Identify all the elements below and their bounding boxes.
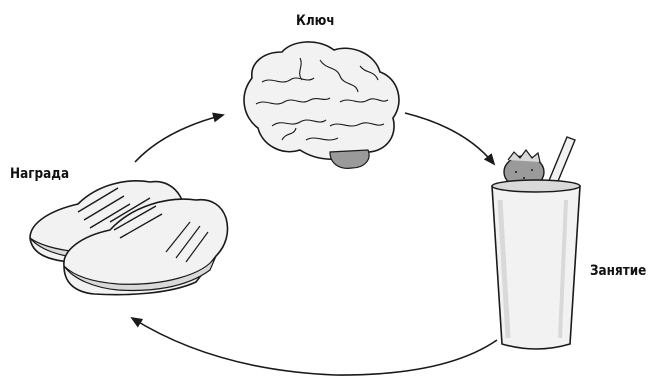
routine-label: Занятие <box>590 264 646 278</box>
arrow-reward-to-cue <box>135 115 223 162</box>
smoothie-glass-icon <box>492 137 580 349</box>
cue-label: Ключ <box>296 14 335 28</box>
arrow-routine-to-reward <box>132 318 497 375</box>
sneakers-icon <box>30 181 228 295</box>
arrow-cue-to-routine <box>405 113 494 164</box>
reward-label: Награда <box>10 167 69 181</box>
brain-icon <box>244 42 399 168</box>
